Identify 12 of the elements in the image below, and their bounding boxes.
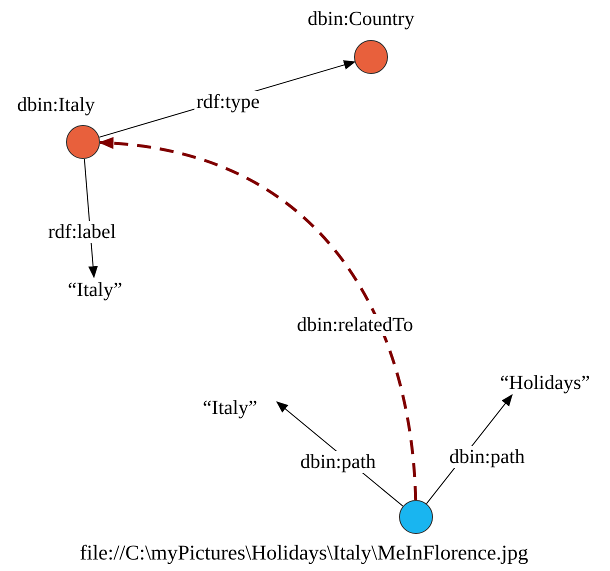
edge-label: rdf:type	[194, 91, 262, 113]
node-label: dbin:Italy	[17, 94, 95, 116]
edge-label: dbin:relatedTo	[294, 314, 416, 336]
node-label: dbin:Country	[308, 8, 414, 30]
node-label: file://C:\myPictures\Holidays\Italy\MeInFlorence.jpg	[80, 541, 528, 565]
literal-text: “Italy”	[68, 279, 122, 301]
literal-text: “Holidays”	[500, 372, 590, 394]
edge-label: dbin:path	[298, 451, 378, 473]
dashed-arrow	[98, 138, 418, 500]
literal-text: “Italy”	[202, 397, 258, 419]
edge-label: rdf:label	[46, 221, 118, 243]
edge-label: dbin:path	[447, 446, 527, 468]
